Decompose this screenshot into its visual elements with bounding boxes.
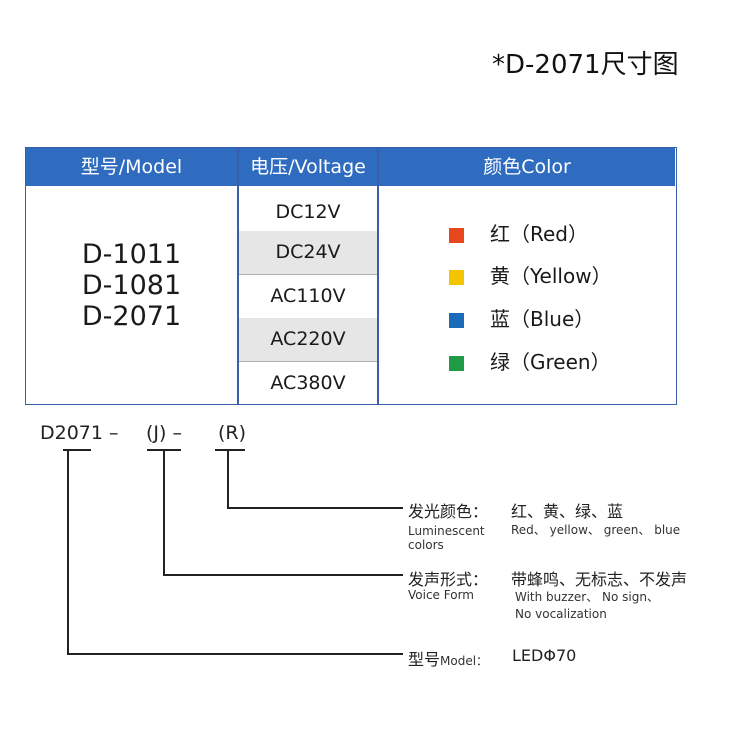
page-title: *D-2071尺寸图	[492, 50, 679, 80]
color-spec-values: 红、黄、绿、蓝	[511, 502, 624, 521]
voice-spec-values: 带蜂鸣、无标志、不发声	[511, 570, 688, 589]
model-spec-value: LEDΦ70	[512, 646, 577, 665]
header-model: 型号/Model	[80, 156, 183, 178]
voice-spec-values-en-2: No vocalization	[515, 607, 607, 621]
row-divider	[239, 274, 377, 275]
model-item: D-1011	[81, 239, 182, 270]
blue-swatch-icon	[449, 313, 464, 328]
code-base: D2071 –	[40, 422, 119, 444]
color-label: 绿（Green）	[490, 350, 611, 374]
row-divider	[239, 361, 377, 362]
connector-line	[227, 507, 403, 509]
model-spec-label: 型号	[408, 650, 441, 669]
voltage-cell: AC220V	[239, 318, 377, 361]
connector-line	[163, 449, 165, 575]
color-item: 红（Red）	[449, 218, 588, 248]
spec-table: 型号/Model 电压/Voltage 颜色Color D-1011 D-108…	[25, 147, 677, 405]
voltage-cell: AC380V	[270, 372, 346, 394]
model-list: D-1011 D-1081 D-2071	[26, 186, 237, 404]
color-spec-values-en: Red、 yellow、 green、 blue	[511, 523, 681, 537]
green-swatch-icon	[449, 356, 464, 371]
color-item: 蓝（Blue）	[449, 303, 594, 333]
model-item: D-1081	[81, 270, 182, 301]
voice-spec-label: 发声形式：	[408, 570, 489, 589]
column-divider	[237, 148, 239, 404]
column-divider	[377, 148, 379, 404]
color-item: 绿（Green）	[449, 346, 611, 376]
color-spec-label: 发光颜色：	[408, 502, 489, 521]
color-label: 黄（Yellow）	[490, 264, 612, 288]
connector-line	[163, 574, 403, 576]
header-voltage: 电压/Voltage	[250, 156, 366, 178]
voice-spec-label-en: Voice Form	[408, 588, 474, 602]
voltage-cell: DC24V	[239, 231, 377, 274]
code-color: (R)	[218, 422, 247, 444]
voltage-cell: DC12V	[275, 201, 341, 223]
model-spec-label-en: Model：	[440, 654, 489, 668]
yellow-swatch-icon	[449, 270, 464, 285]
code-voice: (J) –	[146, 422, 182, 444]
header-color: 颜色Color	[483, 156, 571, 178]
color-label: 红（Red）	[490, 222, 588, 246]
voice-spec-values-en: With buzzer、 No sign、	[515, 590, 659, 604]
connector-line	[67, 449, 69, 654]
model-item: D-2071	[81, 301, 182, 332]
color-label: 蓝（Blue）	[490, 307, 595, 331]
code-underline	[63, 449, 91, 451]
red-swatch-icon	[449, 228, 464, 243]
color-item: 黄（Yellow）	[449, 260, 612, 290]
color-spec-label-en: Luminescent colors	[408, 524, 485, 552]
connector-line	[67, 653, 403, 655]
connector-line	[227, 449, 229, 508]
model-spec: 型号Model：	[408, 646, 488, 670]
voltage-cell: AC110V	[270, 285, 346, 307]
table-header: 型号/Model 电压/Voltage 颜色Color	[26, 148, 675, 186]
code-underline	[215, 449, 245, 451]
